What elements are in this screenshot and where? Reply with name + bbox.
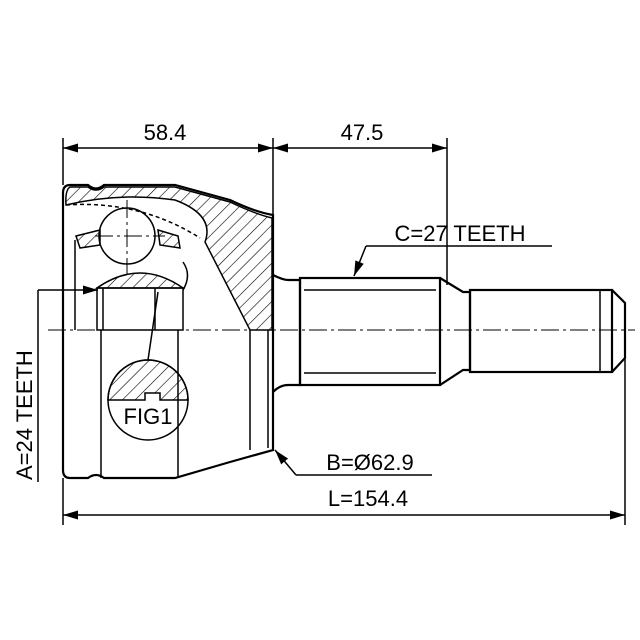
total-length-label: L=154.4 xyxy=(328,486,408,511)
dimension-shaft-length: 47.5 xyxy=(341,120,384,145)
inner-race xyxy=(75,228,189,331)
fig1-label: FIG1 xyxy=(124,404,173,429)
dimension-housing-length: 58.4 xyxy=(144,120,187,145)
ball-bearing xyxy=(95,200,165,275)
shaft xyxy=(272,274,627,393)
outer-spline-callout: C=27 TEETH xyxy=(353,221,552,277)
inner-spline-label: A=24 TEETH xyxy=(12,350,37,480)
fig1-detail: FIG1 xyxy=(107,291,189,441)
top-dimensions: 58.4 47.5 xyxy=(62,120,448,285)
outer-housing xyxy=(61,183,275,480)
outer-spline-label: C=27 TEETH xyxy=(394,221,525,246)
inner-spline-callout: A=24 TEETH xyxy=(12,285,98,482)
diameter-label: B=Ø62.9 xyxy=(326,450,413,475)
total-length-dimension: L=154.4 xyxy=(62,358,626,525)
diameter-callout: B=Ø62.9 xyxy=(274,449,432,476)
